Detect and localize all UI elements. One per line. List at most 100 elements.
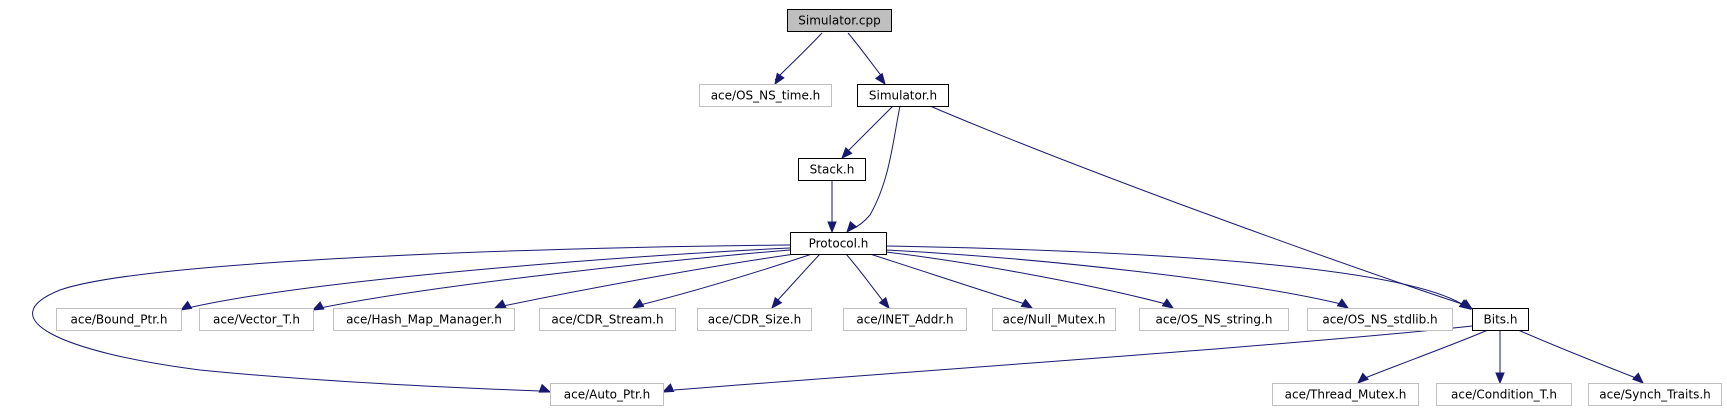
edge-arrowhead	[1458, 299, 1472, 310]
edge-n5-n16	[1356, 329, 1489, 384]
edge-arrowhead	[1020, 298, 1034, 309]
edge-line	[1364, 329, 1489, 379]
edge-line	[885, 249, 1342, 305]
node-ace-inet-addr-h: ace/INET_Addr.h	[843, 308, 967, 331]
node-label: ace/CDR_Size.h	[708, 313, 801, 327]
edge-arrowhead	[827, 221, 837, 234]
edge-line	[502, 253, 796, 307]
node-label: ace/Thread_Mutex.h	[1285, 388, 1407, 402]
node-box	[1588, 383, 1722, 406]
edge-n4-n6	[179, 247, 791, 311]
node-box	[699, 84, 832, 107]
node-ace-os-ns-stdlib-h: ace/OS_NS_stdlib.h	[1307, 308, 1453, 331]
node-box	[1472, 308, 1529, 331]
node-label: ace/Null_Mutex.h	[1003, 313, 1106, 327]
node-simulator-h[interactable]: Simulator.h	[857, 84, 949, 107]
node-label: ace/Synch_Traits.h	[1599, 388, 1710, 402]
node-protocol-h[interactable]: Protocol.h	[790, 232, 887, 255]
node-box	[697, 308, 812, 331]
node-box	[1307, 308, 1453, 331]
edge-line	[673, 325, 1473, 391]
edge-line	[845, 105, 894, 154]
edge-line	[885, 245, 1463, 305]
edge-arrowhead	[774, 72, 785, 86]
node-label: ace/Vector_T.h	[213, 313, 300, 327]
edge-n4-n11	[845, 253, 890, 310]
edge-arrowhead	[874, 72, 886, 86]
node-bits-h[interactable]: Bits.h	[1472, 308, 1529, 331]
node-ace-thread-mutex-h: ace/Thread_Mutex.h	[1272, 383, 1419, 406]
node-label: ace/Bound_Ptr.h	[71, 313, 168, 327]
edge-line	[774, 32, 823, 81]
edge-arrowhead	[311, 301, 325, 311]
edge-line	[32, 244, 791, 392]
node-label: Simulator.h	[869, 89, 937, 103]
node-ace-os-ns-string-h: ace/OS_NS_string.h	[1139, 308, 1289, 331]
node-ace-hash-map-manager-h: ace/Hash_Map_Manager.h	[333, 308, 515, 331]
edge-n4-n9	[631, 253, 813, 309]
edge-line	[885, 251, 1167, 305]
node-box	[56, 308, 182, 331]
edge-n0-n2	[847, 32, 886, 86]
node-box	[550, 383, 664, 406]
node-box	[857, 84, 949, 107]
edge-n4-n5	[885, 245, 1472, 310]
edge-arrowhead	[771, 296, 783, 310]
edge-arrowhead	[661, 383, 675, 393]
node-box	[1272, 383, 1419, 406]
edge-n4-n15	[32, 244, 791, 393]
node-ace-synch-traits-h: ace/Synch_Traits.h	[1588, 383, 1722, 406]
edge-line	[1517, 329, 1637, 379]
node-label: ace/Condition_T.h	[1451, 388, 1557, 402]
node-box	[1139, 308, 1289, 331]
edge-line	[319, 249, 791, 309]
node-box	[843, 308, 967, 331]
edge-n4-n10	[771, 253, 821, 310]
node-ace-bound-ptr-h: ace/Bound_Ptr.h	[56, 308, 182, 331]
edge-n2-n3	[841, 105, 894, 159]
edge-line	[187, 247, 791, 309]
node-box	[333, 308, 515, 331]
edge-arrowhead	[493, 299, 507, 309]
node-label: ace/Hash_Map_Manager.h	[346, 313, 502, 327]
node-label: ace/INET_Addr.h	[856, 313, 953, 327]
nodes: Simulator.cpp ace/OS_NS_time.h Simulator.h…	[56, 9, 1722, 406]
node-label: ace/Auto_Ptr.h	[564, 388, 650, 402]
edge-arrowhead	[1632, 372, 1644, 384]
node-box	[798, 158, 866, 181]
edge-n0-n1	[774, 32, 823, 86]
edge-arrowhead	[841, 147, 853, 159]
edge-n4-n12	[869, 253, 1034, 309]
edge-n4-n13	[885, 251, 1175, 309]
node-ace-cdr-stream-h: ace/CDR_Stream.h	[539, 308, 676, 331]
node-label: ace/OS_NS_stdlib.h	[1322, 313, 1437, 327]
node-ace-vector-t-h: ace/Vector_T.h	[199, 308, 314, 331]
edge-arrowhead	[1495, 372, 1505, 385]
node-box	[790, 232, 887, 255]
node-simulator-cpp[interactable]: Simulator.cpp	[787, 9, 892, 32]
edge-arrowhead	[846, 220, 858, 234]
edge-n4-n7	[311, 249, 791, 311]
node-ace-cdr-size-h: ace/CDR_Size.h	[697, 308, 812, 331]
edge-n5-n15	[661, 325, 1473, 393]
node-box	[539, 308, 676, 331]
edge-arrowhead	[631, 298, 645, 309]
edge-line	[845, 253, 884, 302]
node-box	[1436, 383, 1572, 406]
node-box	[787, 9, 892, 32]
node-label: ace/OS_NS_time.h	[711, 89, 821, 103]
node-label: Stack.h	[810, 163, 855, 177]
node-label: ace/CDR_Stream.h	[551, 313, 663, 327]
node-ace-auto-ptr-h: ace/Auto_Ptr.h	[550, 383, 664, 406]
edge-arrowhead	[1336, 298, 1350, 309]
node-ace-null-mutex-h: ace/Null_Mutex.h	[992, 308, 1116, 331]
edge-arrowhead	[538, 383, 552, 393]
edge-line	[776, 253, 821, 302]
node-stack-h[interactable]: Stack.h	[798, 158, 866, 181]
edge-arrowhead	[878, 296, 890, 310]
node-label: Simulator.cpp	[798, 14, 880, 28]
edge-arrowhead	[1161, 298, 1175, 309]
edges	[32, 32, 1644, 393]
edge-n4-n8	[493, 253, 796, 309]
